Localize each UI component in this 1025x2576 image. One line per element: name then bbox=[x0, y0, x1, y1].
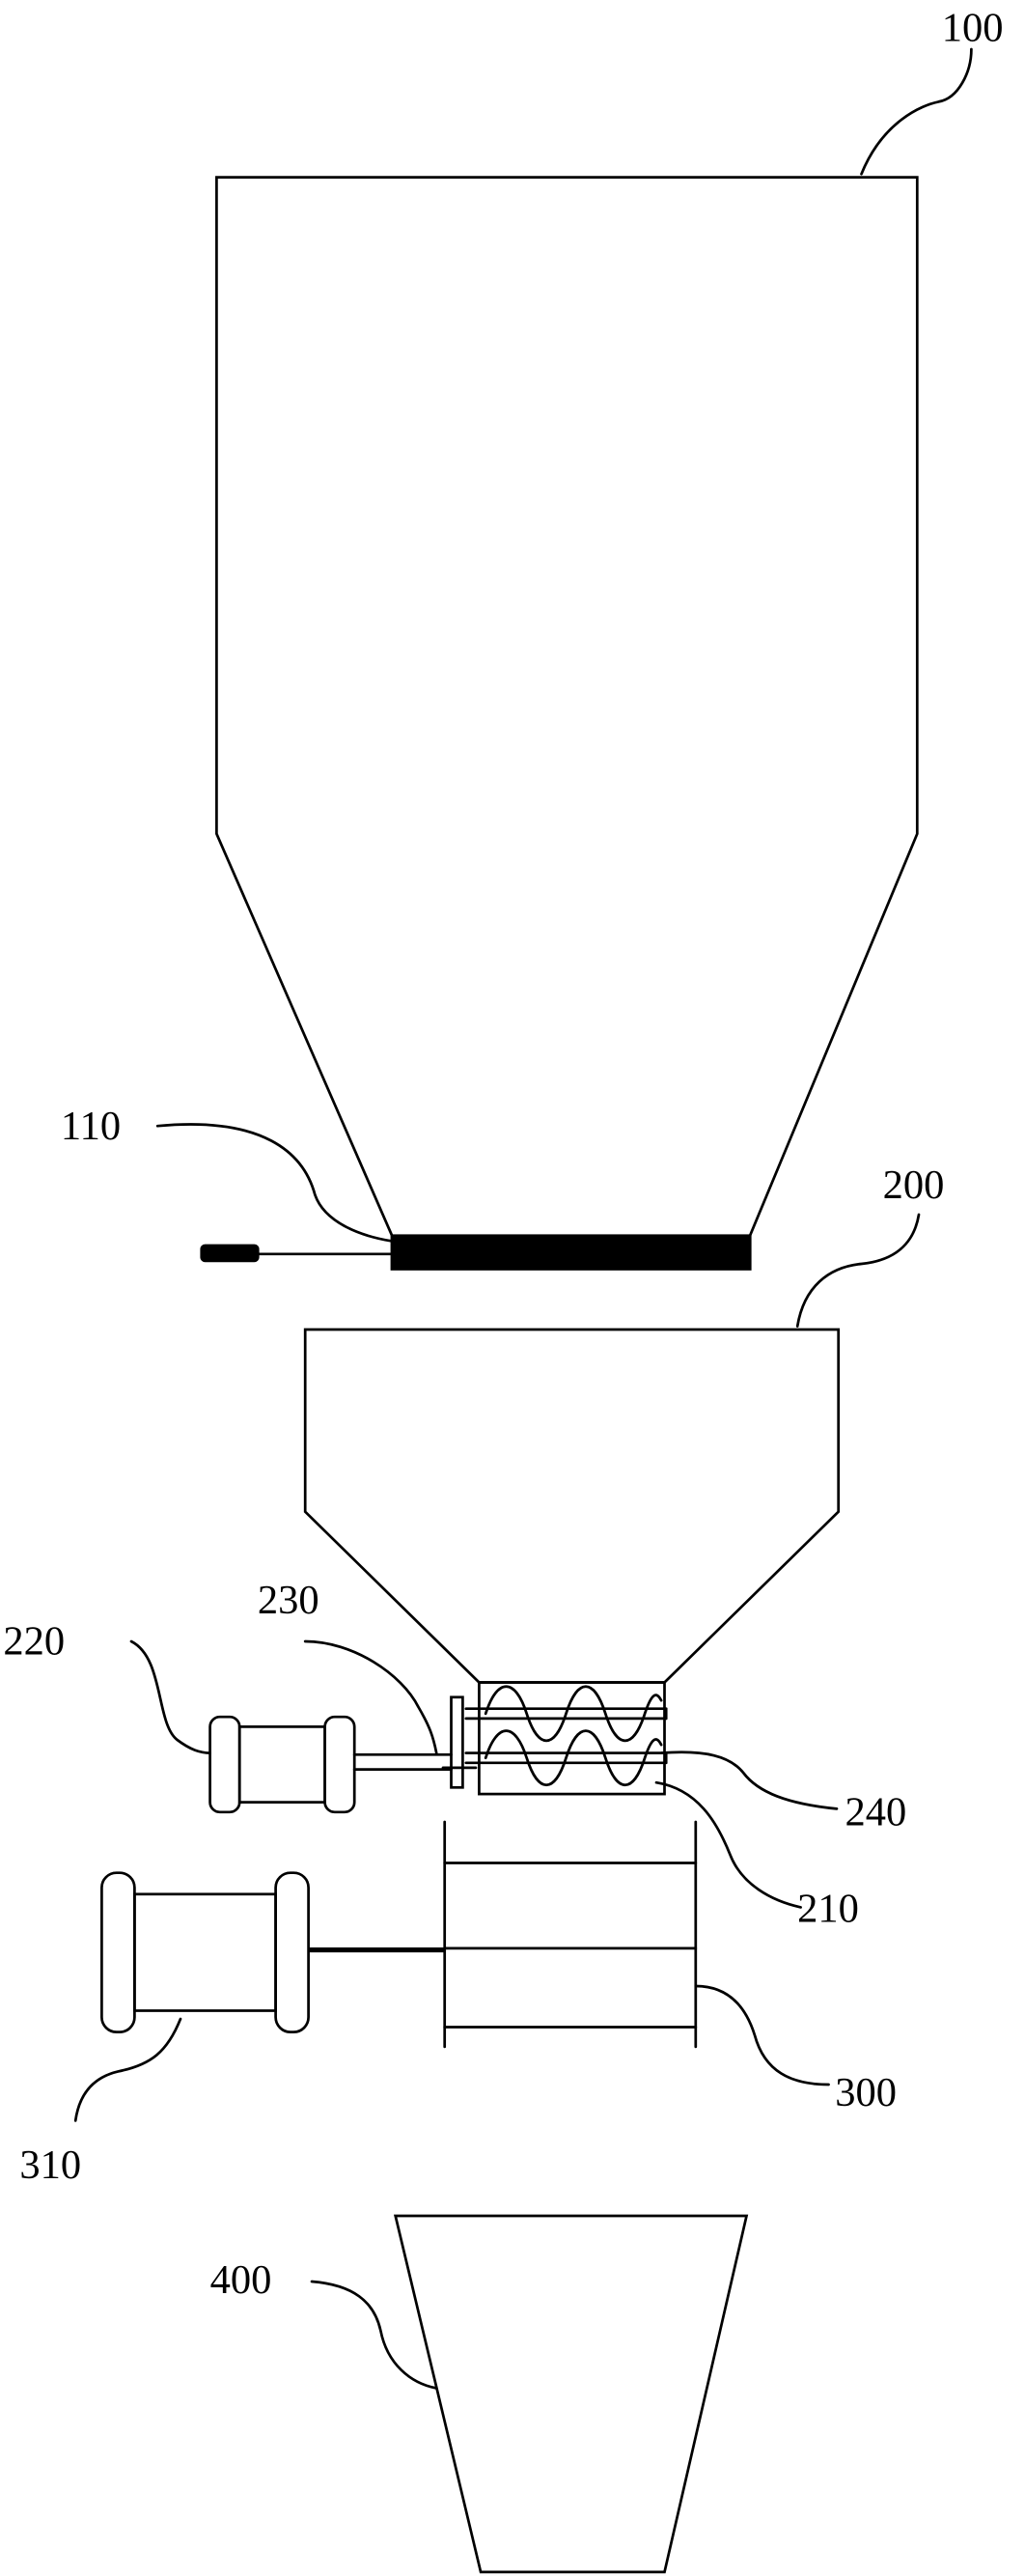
screw-feeder: 240 210 bbox=[441, 1681, 906, 1932]
label-230: 230 bbox=[258, 1578, 319, 1623]
label-310: 310 bbox=[19, 2142, 81, 2188]
screw-blade-lower bbox=[484, 1729, 663, 1787]
leader-line-210 bbox=[654, 1780, 802, 1909]
label-110: 110 bbox=[61, 1104, 121, 1149]
receiving-bin: 400 bbox=[210, 2214, 749, 2574]
leader-line-100 bbox=[860, 47, 973, 176]
screw-motor: 220 bbox=[3, 1619, 356, 1814]
leader-line-310 bbox=[73, 2017, 182, 2122]
leader-line-400 bbox=[310, 2280, 438, 2390]
leader-line-230 bbox=[303, 1639, 438, 1754]
leader-line-240 bbox=[659, 1750, 839, 1810]
leader-line-300 bbox=[694, 1984, 830, 2086]
label-300: 300 bbox=[835, 2070, 897, 2115]
gate-handle bbox=[200, 1244, 260, 1263]
screw-end-plate bbox=[450, 1695, 464, 1789]
mixing-drum: 300 bbox=[443, 1820, 897, 2115]
label-200: 200 bbox=[883, 1162, 945, 1208]
gate-valve: 110 bbox=[61, 1104, 752, 1271]
leader-line-110 bbox=[155, 1123, 392, 1243]
label-210: 210 bbox=[797, 1887, 859, 1932]
buffer-hopper: 200 bbox=[303, 1162, 945, 1684]
storage-hopper: 100 bbox=[215, 5, 1004, 1238]
drive-shaft: 230 bbox=[258, 1578, 453, 1771]
leader-line-200 bbox=[795, 1213, 921, 1328]
leader-line-220 bbox=[129, 1639, 211, 1754]
screw-housing bbox=[478, 1681, 666, 1796]
drum-motor: 310 bbox=[19, 1871, 445, 2188]
label-100: 100 bbox=[942, 5, 1004, 50]
label-240: 240 bbox=[845, 1789, 906, 1834]
gate-plate bbox=[390, 1234, 752, 1271]
label-400: 400 bbox=[210, 2257, 272, 2303]
screw-blade-upper bbox=[484, 1685, 663, 1743]
label-220: 220 bbox=[3, 1619, 65, 1665]
